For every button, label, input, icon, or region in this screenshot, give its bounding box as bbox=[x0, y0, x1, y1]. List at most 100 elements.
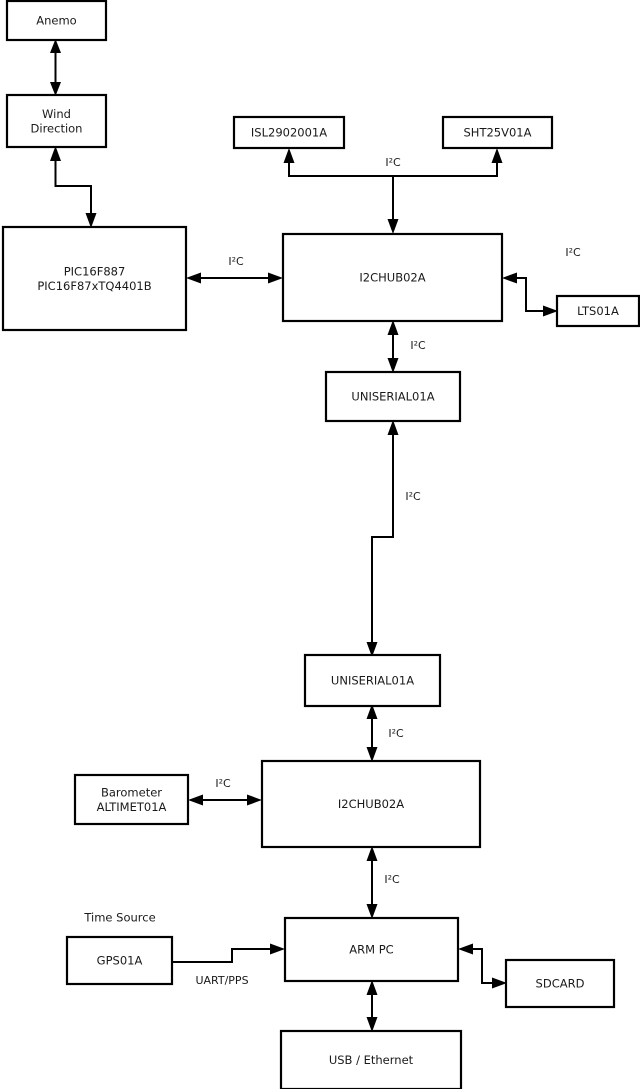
node-label-hub_top: I2CHUB02A bbox=[359, 270, 425, 284]
node-label-line: ISL2902001A bbox=[251, 125, 327, 139]
node-usbeth[interactable]: USB / Ethernet bbox=[279, 1029, 463, 1089]
node-label-uniser_top: UNISERIAL01A bbox=[351, 389, 434, 403]
arrow-head-up bbox=[50, 146, 61, 161]
arrow-head-right bbox=[270, 943, 285, 955]
arrow-head-down bbox=[387, 219, 399, 234]
node-lts[interactable]: LTS01A bbox=[555, 294, 640, 328]
node-label-lts: LTS01A bbox=[577, 304, 619, 318]
node-label-usbeth: USB / Ethernet bbox=[329, 1053, 414, 1067]
arrow-head-left bbox=[186, 272, 201, 284]
arrow-head-up bbox=[366, 846, 378, 861]
node-box-hub_top[interactable] bbox=[281, 232, 504, 323]
arrow-head-up bbox=[387, 420, 399, 435]
node-uniser_top[interactable]: UNISERIAL01A bbox=[324, 370, 462, 423]
node-label-line: SDCARD bbox=[536, 976, 585, 990]
node-box-sht[interactable] bbox=[441, 115, 554, 150]
node-sht[interactable]: SHT25V01A bbox=[441, 115, 554, 150]
node-box-pic[interactable] bbox=[1, 225, 188, 332]
node-box-anemo[interactable] bbox=[5, 0, 108, 42]
edge-gps-armpc bbox=[172, 943, 285, 963]
arrow-head-right bbox=[268, 272, 283, 284]
node-gps[interactable]: GPS01A bbox=[65, 935, 174, 986]
edge-pic-hubtop bbox=[186, 272, 283, 284]
lbl-i2c-uniser-link: I²C bbox=[405, 490, 421, 503]
free-label-layer: Time Source bbox=[83, 911, 155, 925]
node-label-armpc: ARM PC bbox=[349, 942, 393, 956]
node-armpc[interactable]: ARM PC bbox=[283, 916, 460, 983]
node-label-line: Anemo bbox=[36, 13, 76, 27]
arrow-head-left bbox=[458, 943, 473, 955]
edge-pic-winddirection bbox=[50, 146, 97, 228]
edge-uniserbot-hubbot bbox=[366, 704, 378, 762]
node-label-line: USB / Ethernet bbox=[329, 1053, 414, 1067]
arrow-head-down bbox=[366, 642, 378, 657]
node-label-line: Barometer bbox=[101, 785, 162, 799]
node-box-isl[interactable] bbox=[232, 115, 346, 150]
edge-barometer-hubbot bbox=[188, 794, 262, 806]
node-label-line: I2CHUB02A bbox=[359, 270, 425, 284]
node-label-gps: GPS01A bbox=[97, 953, 143, 967]
edge-armpc-sdcard bbox=[458, 943, 507, 989]
node-box-lts[interactable] bbox=[555, 294, 640, 328]
node-box-wind_dir[interactable] bbox=[5, 93, 108, 149]
node-label-line: UNISERIAL01A bbox=[351, 389, 434, 403]
node-label-line: PIC16F87xTQ4401B bbox=[37, 278, 151, 292]
node-label-line: PIC16F887 bbox=[64, 264, 126, 278]
node-label-line: I2CHUB02A bbox=[338, 797, 404, 811]
edge-layer bbox=[50, 39, 558, 1032]
node-hub_bot[interactable]: I2CHUB02A bbox=[260, 759, 482, 849]
arrow-head-down bbox=[85, 213, 97, 228]
node-box-uniser_bot[interactable] bbox=[303, 653, 442, 708]
lbl-i2c-top-bus: I²C bbox=[385, 156, 401, 169]
node-uniser_bot[interactable]: UNISERIAL01A bbox=[303, 653, 442, 708]
node-isl[interactable]: ISL2902001A bbox=[232, 115, 346, 150]
arrow-head-up bbox=[50, 39, 61, 53]
node-label-uniser_bot: UNISERIAL01A bbox=[331, 673, 414, 687]
arrow-head-up bbox=[387, 320, 399, 335]
node-box-hub_bot[interactable] bbox=[260, 759, 482, 849]
node-box-gps[interactable] bbox=[65, 935, 174, 986]
node-label-line: Direction bbox=[31, 121, 83, 135]
node-box-uniser_top[interactable] bbox=[324, 370, 462, 423]
node-box-usbeth[interactable] bbox=[279, 1029, 463, 1089]
arrow-head-up-isl bbox=[283, 148, 295, 163]
node-box-baro[interactable] bbox=[73, 773, 190, 826]
node-label-line: Wind bbox=[42, 106, 71, 120]
edge-hubtop-lts bbox=[502, 272, 558, 317]
node-box-armpc[interactable] bbox=[283, 916, 460, 983]
edge-armpc-usbethernet bbox=[366, 980, 378, 1032]
node-label-line: ALTIMET01A bbox=[97, 799, 167, 813]
arrow-head-down bbox=[366, 747, 378, 762]
arrow-head-right bbox=[543, 305, 558, 317]
edge-hubbot-armpc bbox=[366, 846, 378, 919]
lbl-i2c-baro-hub2: I²C bbox=[215, 777, 231, 790]
edge-hubtop-unisertop bbox=[387, 320, 399, 373]
lbl-i2c-hub2-arm: I²C bbox=[384, 873, 400, 886]
node-label-anemo: Anemo bbox=[36, 13, 76, 27]
lbl-i2c-hub-lts: I²C bbox=[565, 246, 581, 259]
arrow-head-left bbox=[188, 794, 203, 806]
lbl-i2c-pic-hub: I²C bbox=[228, 255, 244, 268]
node-label-line: LTS01A bbox=[577, 304, 619, 318]
node-box-sdcard[interactable] bbox=[504, 958, 616, 1009]
node-label-line: SHT25V01A bbox=[464, 125, 532, 139]
edge-unisertop-uniserbot bbox=[366, 420, 399, 657]
lbl-uart-pps: UART/PPS bbox=[195, 974, 248, 987]
arrow-head-up-sht bbox=[491, 148, 503, 163]
node-hub_top[interactable]: I2CHUB02A bbox=[281, 232, 504, 323]
node-label-isl: ISL2902001A bbox=[251, 125, 327, 139]
arrow-head-left bbox=[502, 272, 517, 284]
edge-hubtop-isl-sht bbox=[283, 148, 503, 234]
arrow-head-right bbox=[492, 977, 507, 989]
arrow-head-up bbox=[366, 704, 378, 719]
node-label-line: ARM PC bbox=[349, 942, 393, 956]
node-anemo[interactable]: Anemo bbox=[5, 0, 108, 42]
node-sdcard[interactable]: SDCARD bbox=[504, 958, 616, 1009]
